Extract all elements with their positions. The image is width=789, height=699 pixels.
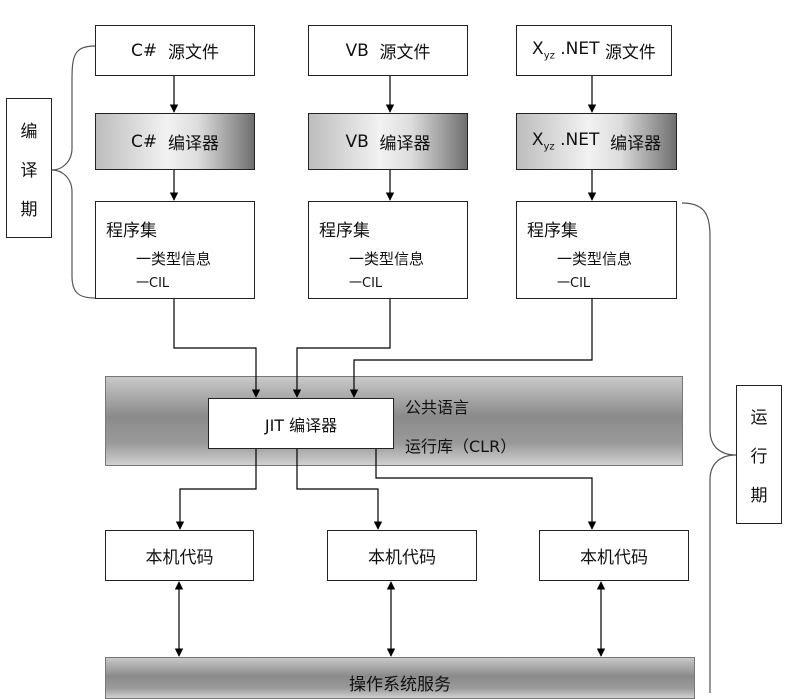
compiler-vb: VB 编译器 — [308, 113, 468, 170]
arrow-jit-to-native — [296, 449, 383, 530]
run-phase-char: 运 — [750, 408, 768, 428]
assembly-title: 程序集 — [527, 221, 578, 241]
compiler-csharp: C# 编译器 — [95, 113, 255, 170]
native-code-label: 本机代码 — [145, 548, 214, 568]
assembly-vb: 程序集 一类型信息 一CIL — [308, 201, 468, 299]
compiler-suffix: 编译器 — [167, 134, 219, 154]
jit-label: JIT 编译器 — [264, 415, 338, 435]
compiler-xyz-net: Xyz .NET 编译器 — [516, 113, 677, 170]
compiler-lang: VB — [345, 131, 369, 152]
jit-compiler: JIT 编译器 — [208, 398, 394, 449]
assembly-type-info: 一类型信息 — [349, 250, 425, 268]
assembly-cil: 一CIL — [557, 276, 591, 291]
compiler-suffix: 编译器 — [610, 134, 662, 154]
assembly-csharp: 程序集 一类型信息 一CIL — [95, 201, 255, 299]
run-phase-char: 期 — [750, 486, 768, 506]
assembly-title: 程序集 — [319, 221, 370, 241]
assembly-cil: 一CIL — [136, 276, 170, 291]
compile-phase-char: 译 — [20, 160, 38, 181]
source-suffix: 源文件 — [604, 43, 656, 63]
arrow-jit-to-native — [175, 449, 257, 530]
assembly-type-info: 一类型信息 — [557, 250, 633, 268]
native-code-3: 本机代码 — [539, 530, 689, 581]
native-code-1: 本机代码 — [105, 530, 254, 581]
source-suffix: 源文件 — [379, 43, 431, 63]
source-file-vb: VB 源文件 — [308, 25, 468, 76]
compiler-suffix: 编译器 — [379, 134, 431, 154]
clr-band — [105, 376, 683, 466]
run-phase-label: 运 行 期 — [736, 385, 782, 524]
native-code-label: 本机代码 — [368, 548, 436, 568]
source-lang: Xyz .NET — [532, 39, 600, 62]
arrow-jit-to-native — [375, 449, 597, 530]
arrow-assembly-to-jit — [349, 299, 593, 398]
compiler-lang: Xyz .NET — [531, 130, 600, 153]
compile-phase-brace — [51, 45, 96, 299]
assembly-cil: 一CIL — [349, 276, 383, 291]
source-file-csharp: C# 源文件 — [95, 25, 255, 76]
source-lang: C# — [131, 40, 158, 61]
os-services-label: 操作系统服务 — [349, 675, 451, 695]
assembly-type-info: 一类型信息 — [136, 250, 212, 268]
compile-phase-char: 期 — [20, 199, 38, 220]
run-phase-brace — [681, 202, 737, 693]
source-suffix: 源文件 — [167, 43, 219, 63]
run-phase-char: 行 — [750, 447, 768, 467]
clr-line1: 公共语言 — [405, 398, 470, 417]
assembly-xyz-net: 程序集 一类型信息 一CIL — [516, 201, 677, 299]
native-code-label: 本机代码 — [580, 548, 648, 568]
native-code-2: 本机代码 — [327, 530, 477, 581]
source-lang: VB — [345, 40, 369, 61]
clr-line2: 运行库（CLR） — [405, 437, 517, 456]
arrow-assembly-to-jit — [292, 299, 391, 398]
compiler-lang: C# — [131, 131, 158, 152]
compile-phase-char: 编 — [20, 121, 38, 142]
assembly-title: 程序集 — [106, 221, 157, 241]
source-file-xyz-net: Xyz .NET 源文件 — [516, 25, 672, 76]
arrow-assembly-to-jit — [173, 299, 261, 398]
compile-phase-label: 编 译 期 — [6, 98, 52, 238]
